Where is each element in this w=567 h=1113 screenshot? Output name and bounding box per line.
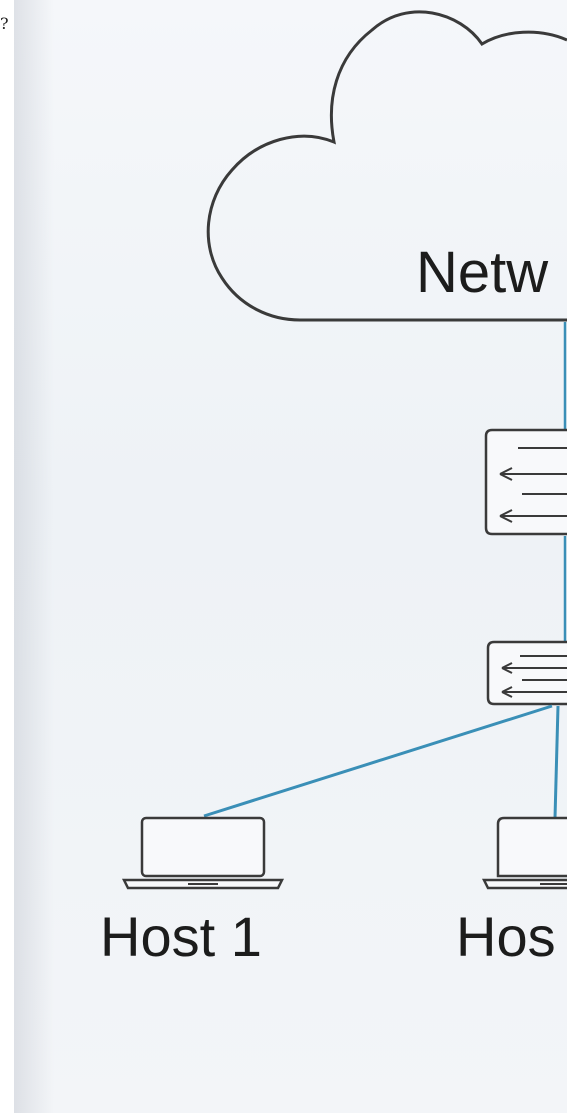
link-switch-host2: [553, 705, 560, 819]
paper-edge-shadow: [14, 0, 54, 1113]
cloud-icon: [206, 10, 567, 322]
switch-icon: [484, 428, 567, 536]
corner-mark: ?: [0, 14, 9, 33]
link-switch-host1: [203, 704, 553, 818]
laptop-icon: [481, 816, 567, 890]
paper-background: [14, 0, 567, 1113]
host1-label: Host 1: [100, 905, 262, 968]
laptop-icon: [121, 816, 285, 890]
switch-icon: [486, 640, 567, 706]
network-label: Netw: [416, 240, 549, 305]
host2-label: Hos: [456, 905, 556, 968]
